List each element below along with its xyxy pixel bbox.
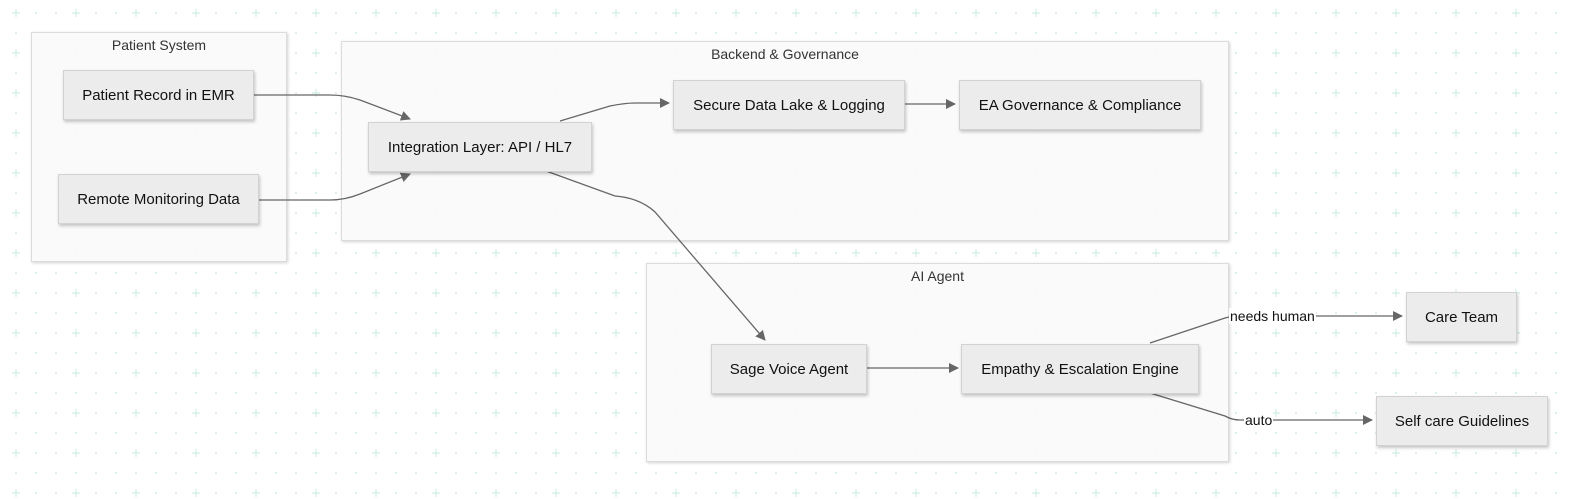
node-sage-voice-agent[interactable]: Sage Voice Agent (711, 344, 867, 394)
node-patient-record-emr[interactable]: Patient Record in EMR (63, 70, 254, 120)
node-integration-layer[interactable]: Integration Layer: API / HL7 (368, 122, 592, 172)
group-title-patient-system: Patient System (111, 37, 207, 53)
edge-empathy-to-self-care (1149, 392, 1373, 425)
edge-label-auto: auto (1244, 412, 1274, 428)
edge-integration-to-datalake (559, 98, 670, 122)
edge-integration-to-sage (545, 170, 766, 341)
group-title-ai-agent: AI Agent (911, 268, 964, 284)
node-remote-monitoring-data[interactable]: Remote Monitoring Data (58, 174, 259, 224)
edge-emr-to-integration (254, 94, 411, 121)
edge-remote-to-integration (259, 172, 411, 201)
edge-label-needs-human: needs human (1229, 308, 1316, 324)
node-secure-data-lake[interactable]: Secure Data Lake & Logging (673, 80, 905, 130)
node-ea-governance[interactable]: EA Governance & Compliance (959, 80, 1201, 130)
node-care-team[interactable]: Care Team (1406, 292, 1517, 342)
group-title-backend-governance: Backend & Governance (711, 46, 859, 62)
node-empathy-escalation-engine[interactable]: Empathy & Escalation Engine (961, 344, 1199, 394)
node-self-care-guidelines[interactable]: Self care Guidelines (1376, 396, 1548, 446)
